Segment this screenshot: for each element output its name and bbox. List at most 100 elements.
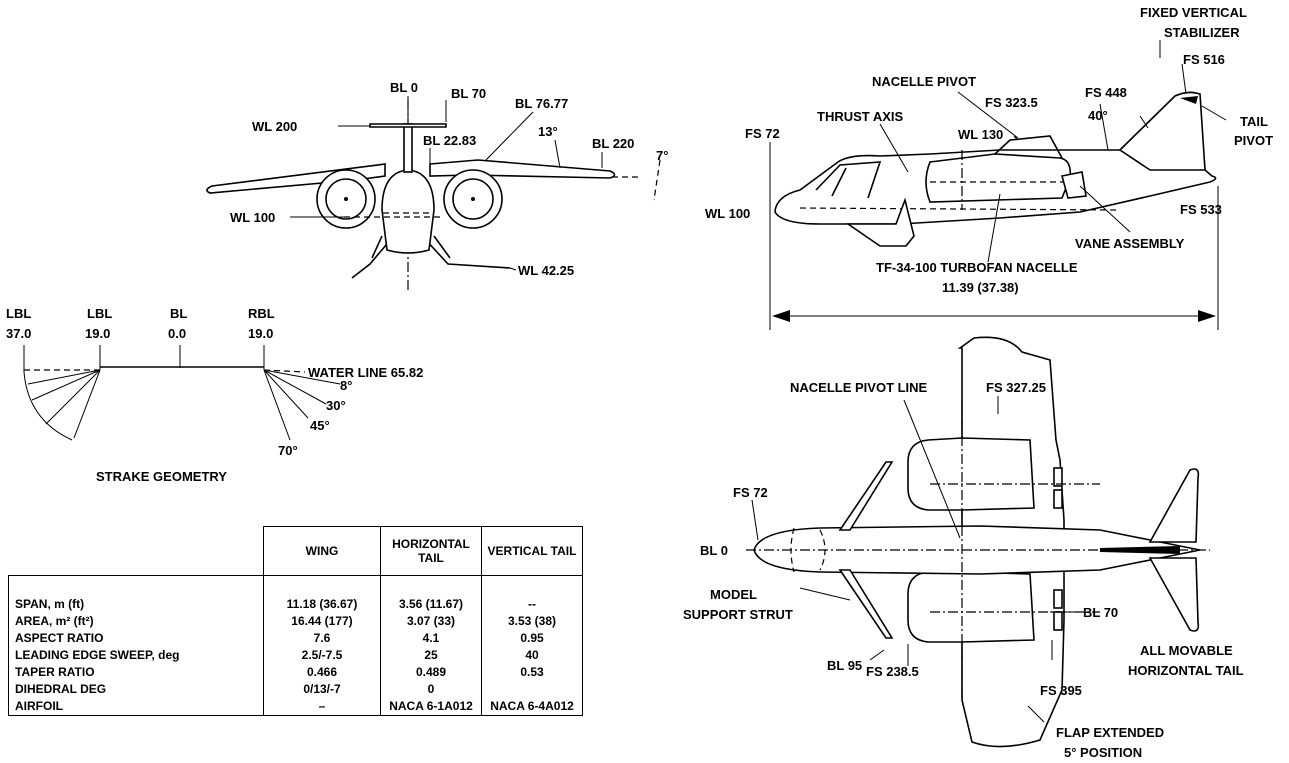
label-fs448: FS 448 — [1085, 85, 1127, 100]
horizontal-tail — [369, 123, 447, 128]
strake-angle-30: 30° — [326, 398, 346, 413]
strake-geometry: LBL 37.0 LBL 19.0 BL 0.0 RBL 19.0 WATER … — [6, 306, 423, 484]
label-bl2283: BL 22.83 — [423, 133, 476, 148]
label-all-movable: ALL MOVABLE — [1140, 643, 1233, 658]
label-fixed-stab-2: STABILIZER — [1164, 25, 1240, 40]
label-7deg: 7° — [656, 148, 668, 163]
cell-htail: 3.56 (11.67) — [380, 575, 482, 613]
cell-wing: 11.18 (36.67) — [263, 575, 381, 613]
label-horizontal-tail: HORIZONTAL TAIL — [1128, 663, 1244, 678]
label-bl95: BL 95 — [827, 658, 862, 673]
cell-wing: 7.6 — [263, 630, 381, 647]
table-row: AIRFOIL – NACA 6-1A012 NACA 6-4A012 — [8, 698, 583, 716]
cell-htail: 0 — [380, 681, 482, 698]
strake-header-val-3: 19.0 — [248, 326, 273, 341]
label-fs72-plan: FS 72 — [733, 485, 768, 500]
row-label: SPAN, m (ft) — [8, 575, 264, 613]
row-label: ASPECT RATIO — [8, 630, 264, 647]
label-tail-pivot-2: PIVOT — [1234, 133, 1273, 148]
label-fs2385: FS 238.5 — [866, 664, 919, 679]
right-nacelle — [443, 169, 503, 229]
strake-header-pos-2: BL — [170, 306, 187, 321]
row-label: AIRFOIL — [8, 698, 264, 716]
label-fs32725: FS 327.25 — [986, 380, 1046, 395]
label-vane-assembly: VANE ASSEMBLY — [1075, 236, 1185, 251]
table-row: SPAN, m (ft) 11.18 (36.67) 3.56 (11.67) … — [8, 575, 583, 613]
label-40deg: 40° — [1088, 108, 1108, 123]
cell-htail: 0.489 — [380, 664, 482, 681]
cell-htail: 25 — [380, 647, 482, 664]
plan-support-strut — [838, 461, 894, 639]
row-label: DIHEDRAL DEG — [8, 681, 264, 698]
label-thrust-axis: THRUST AXIS — [817, 109, 904, 124]
label-13deg: 13° — [538, 124, 558, 139]
cell-wing: – — [263, 698, 381, 716]
table-corner — [8, 526, 264, 576]
strake-angle-45: 45° — [310, 418, 330, 433]
label-fs516: FS 516 — [1183, 52, 1225, 67]
left-strut — [351, 235, 393, 279]
left-nacelle — [316, 169, 376, 229]
cell-vtail: NACA 6-4A012 — [481, 698, 583, 716]
geometry-table: WING HORIZONTAL TAIL VERTICAL TAIL SPAN,… — [8, 526, 583, 716]
side-view: FIXED VERTICAL STABILIZER FS 516 NACELLE… — [705, 5, 1273, 330]
cell-vtail — [481, 681, 583, 698]
front-view: BL 0 BL 70 BL 76.77 WL 200 BL 22.83 13° … — [206, 80, 668, 292]
plan-tail — [1148, 468, 1200, 632]
label-bl7677: BL 76.77 — [515, 96, 568, 111]
plan-nacelle-lower — [907, 571, 1035, 643]
strake-header-pos-3: RBL — [248, 306, 275, 321]
cell-wing: 0/13/-7 — [263, 681, 381, 698]
label-fs3235: FS 323.5 — [985, 95, 1038, 110]
label-fs395: FS 395 — [1040, 683, 1082, 698]
fuselage — [381, 169, 435, 254]
label-flap-extended: FLAP EXTENDED — [1056, 725, 1164, 740]
side-vertical-stabilizer — [1118, 91, 1206, 171]
label-wl4225: WL 42.25 — [518, 263, 574, 278]
table-row: LEADING EDGE SWEEP, deg 2.5/-7.5 25 40 — [8, 647, 583, 664]
label-nacelle-pivot: NACELLE PIVOT — [872, 74, 976, 89]
strake-caption: STRAKE GEOMETRY — [96, 469, 227, 484]
cell-htail: 3.07 (33) — [380, 613, 482, 630]
label-length: 11.39 (37.38) — [942, 280, 1019, 295]
strake-header-val-0: 37.0 — [6, 326, 31, 341]
side-landing-gear — [845, 197, 915, 247]
col-vertical-tail: VERTICAL TAIL — [481, 526, 583, 576]
table-row: AREA, m² (ft²) 16.44 (177) 3.07 (33) 3.5… — [8, 613, 583, 630]
cell-vtail: -- — [481, 575, 583, 613]
strake-water-line: WATER LINE 65.82 — [308, 365, 423, 380]
row-label: LEADING EDGE SWEEP, deg — [8, 647, 264, 664]
label-bl0-plan: BL 0 — [700, 543, 728, 558]
plan-nacelle-upper — [907, 437, 1035, 511]
table-row: DIHEDRAL DEG 0/13/-7 0 — [8, 681, 583, 698]
strake-header-pos-1: LBL — [87, 306, 112, 321]
strake-angle-70: 70° — [278, 443, 298, 458]
strake-header-pos-0: LBL — [6, 306, 31, 321]
label-wl200: WL 200 — [252, 119, 297, 134]
strake-header-val-2: 0.0 — [168, 326, 186, 341]
label-bl220: BL 220 — [592, 136, 634, 151]
side-nacelle — [925, 153, 1072, 203]
cell-vtail: 3.53 (38) — [481, 613, 583, 630]
strake-header-val-1: 19.0 — [85, 326, 110, 341]
col-horizontal-tail: HORIZONTAL TAIL — [380, 526, 482, 576]
vertical-fin — [403, 123, 413, 173]
cell-htail: NACA 6-1A012 — [380, 698, 482, 716]
label-fs533: FS 533 — [1180, 202, 1222, 217]
label-support-strut: SUPPORT STRUT — [683, 607, 793, 622]
label-bl70-plan: BL 70 — [1083, 605, 1118, 620]
label-nacelle-caption: TF-34-100 TURBOFAN NACELLE — [876, 260, 1078, 275]
label-bl70: BL 70 — [451, 86, 486, 101]
col-wing: WING — [263, 526, 381, 576]
row-label: TAPER RATIO — [8, 664, 264, 681]
right-strut — [423, 235, 511, 269]
label-nacelle-pivot-line: NACELLE PIVOT LINE — [790, 380, 928, 395]
cell-htail: 4.1 — [380, 630, 482, 647]
plan-view: NACELLE PIVOT LINE FS 327.25 FS 72 BL 0 … — [683, 336, 1244, 760]
cell-vtail: 40 — [481, 647, 583, 664]
table-row: TAPER RATIO 0.466 0.489 0.53 — [8, 664, 583, 681]
cell-vtail: 0.95 — [481, 630, 583, 647]
cell-wing: 16.44 (177) — [263, 613, 381, 630]
table-row: ASPECT RATIO 7.6 4.1 0.95 — [8, 630, 583, 647]
